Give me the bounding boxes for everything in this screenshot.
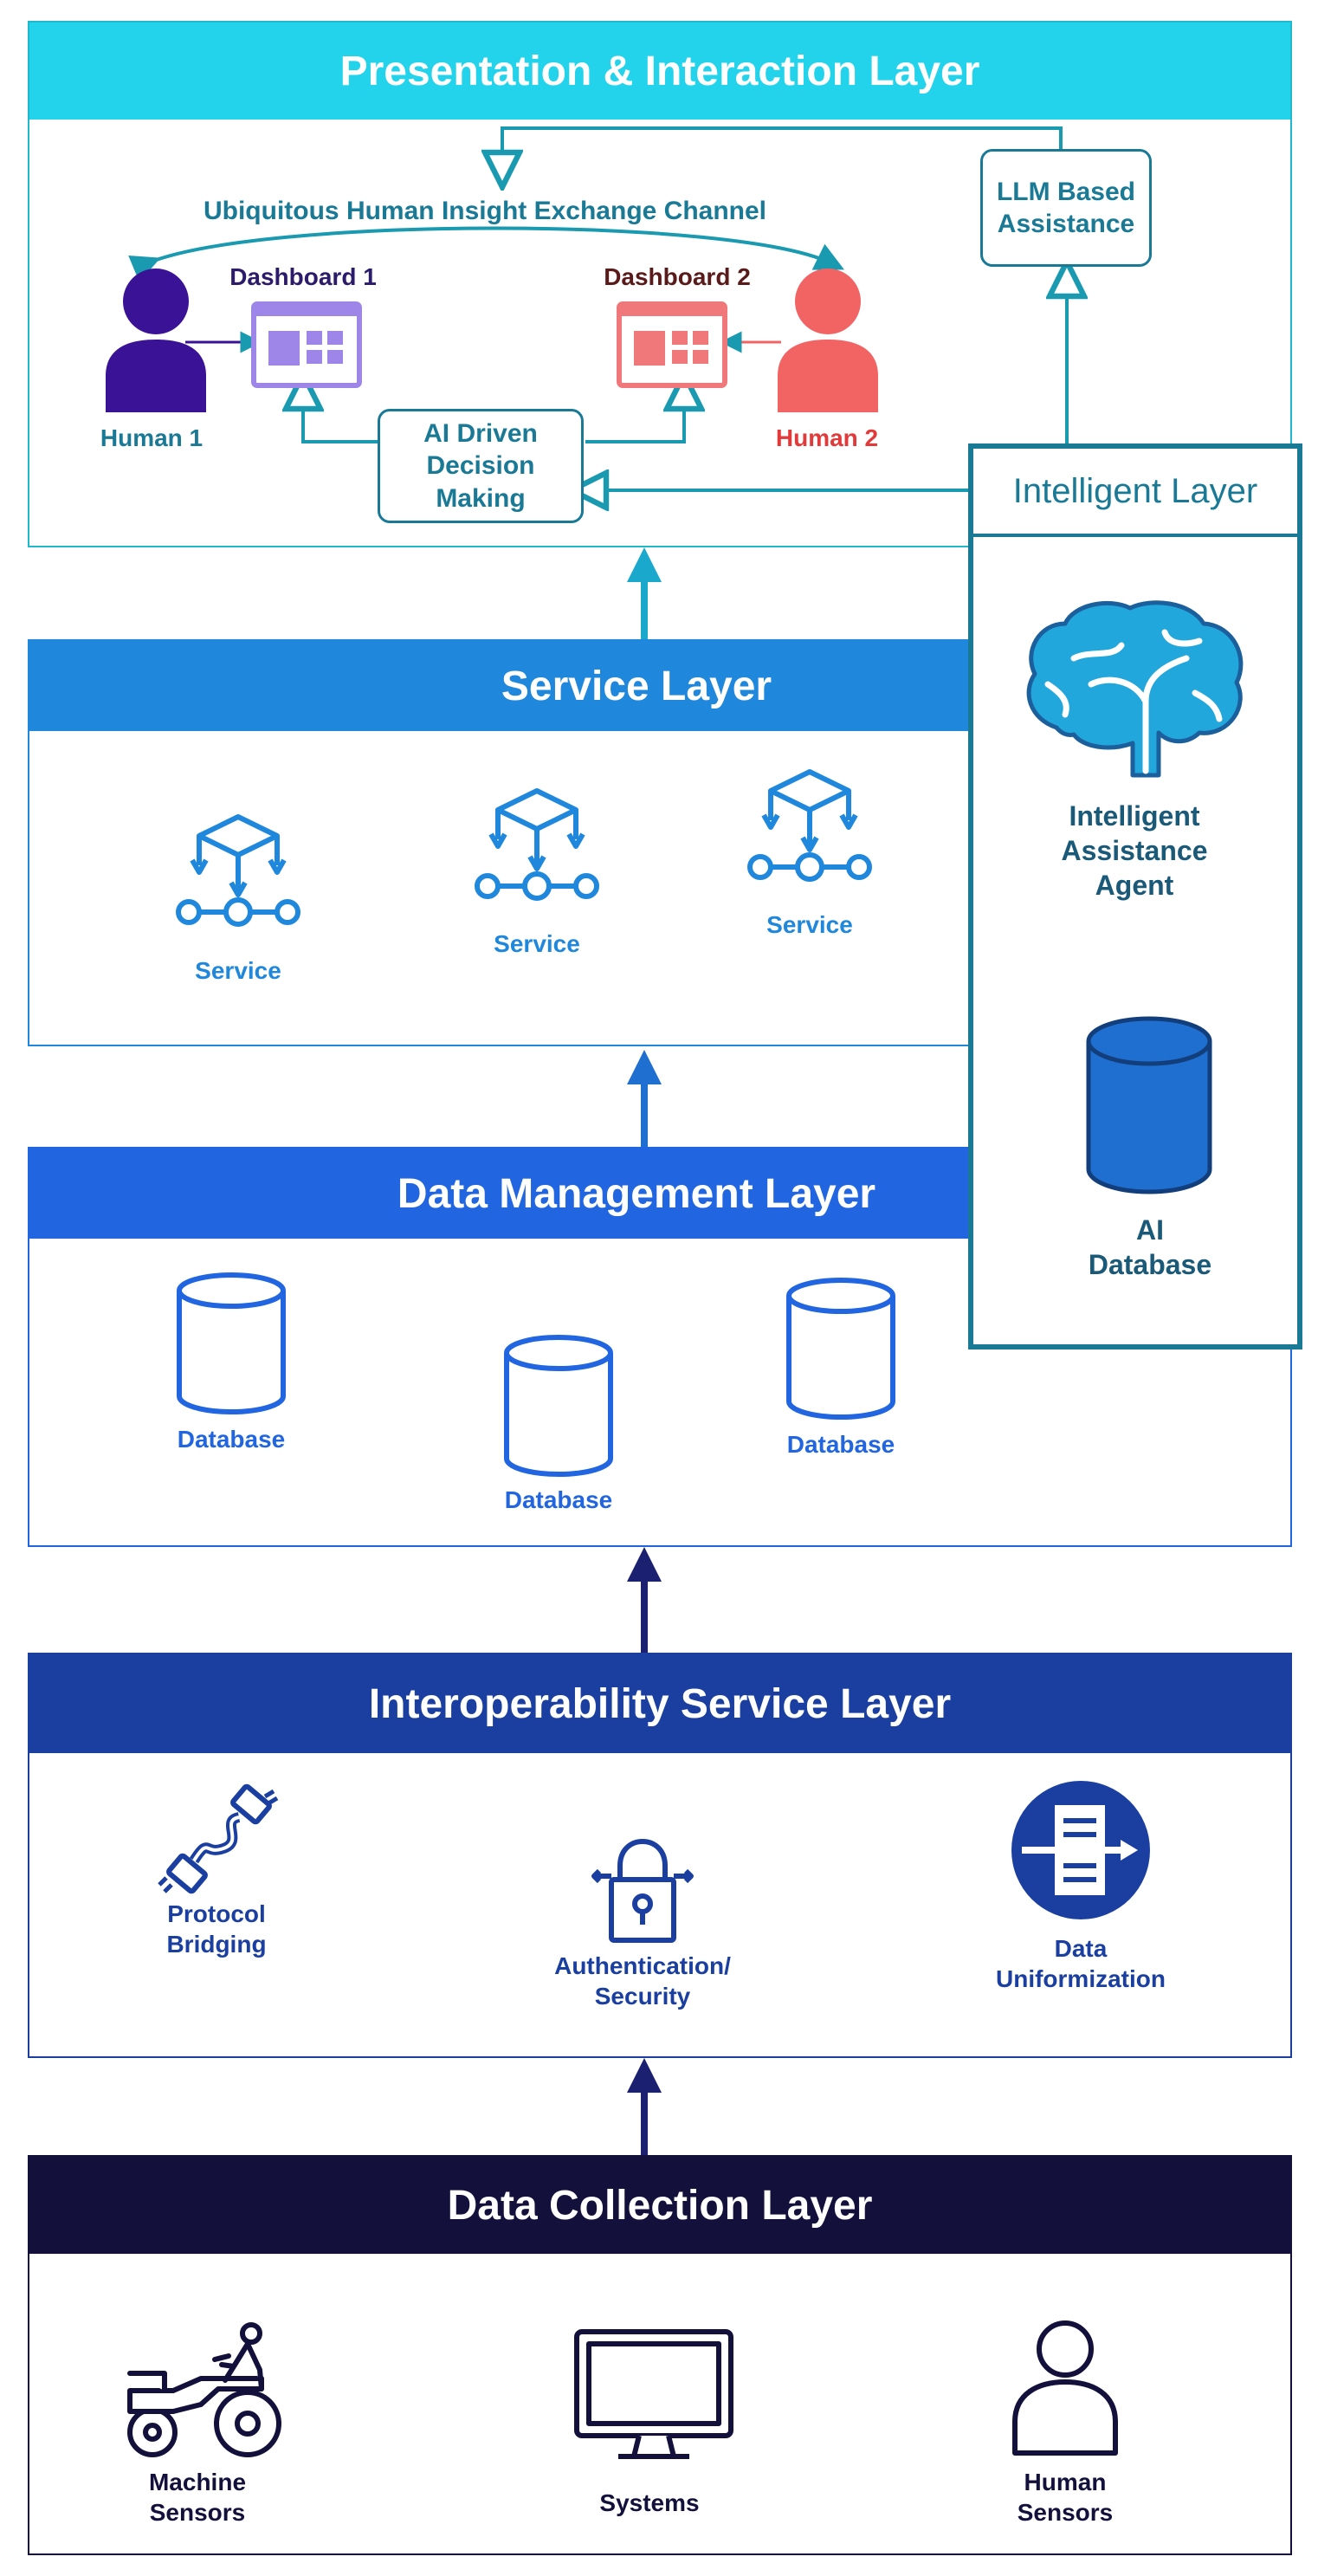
service-network-icon	[747, 769, 872, 882]
database-icon	[504, 1335, 613, 1477]
person-icon	[778, 269, 878, 412]
data-transform-icon	[1011, 1781, 1150, 1919]
database-2-label: Database	[504, 1486, 613, 1513]
intelligent-layer-header: Intelligent Layer	[973, 449, 1297, 537]
data-collection-layer-header: Data Collection Layer	[29, 2157, 1290, 2254]
interoperability-layer-header: Interoperability Service Layer	[29, 1654, 1290, 1753]
monitor-icon	[574, 2329, 733, 2459]
dashboard-icon	[251, 301, 362, 388]
intelligent-layer: Intelligent Layer	[968, 443, 1302, 1349]
service-network-icon	[176, 814, 300, 927]
presentation-connectors	[128, 126, 1318, 554]
dashboard-icon	[617, 301, 727, 388]
database-icon	[786, 1278, 895, 1420]
human1-label: Human 1	[100, 424, 204, 451]
data-management-layer-title: Data Management Layer	[397, 1170, 876, 1217]
data-collection-layer-title: Data Collection Layer	[447, 2182, 873, 2229]
person-icon	[106, 269, 206, 412]
database-1-label: Database	[177, 1426, 286, 1453]
interoperability-layer: Interoperability Service Layer	[28, 1653, 1292, 2058]
dashboard2-label: Dashboard 2	[604, 263, 751, 290]
human-sensors-label: Human Sensors	[1017, 2469, 1114, 2526]
brain-icon	[1026, 600, 1244, 778]
systems-label: Systems	[599, 2489, 700, 2516]
user-outline-icon	[1012, 2320, 1118, 2456]
human2-label: Human 2	[775, 424, 879, 451]
machine-sensors-label: Machine Sensors	[148, 2469, 247, 2526]
service-layer-title: Service Layer	[501, 663, 772, 709]
presentation-layer-header: Presentation & Interaction Layer	[29, 23, 1290, 120]
database-3-label: Database	[786, 1431, 895, 1458]
presentation-layer-title: Presentation & Interaction Layer	[339, 48, 980, 94]
service-2-label: Service	[494, 930, 580, 957]
service-1-label: Service	[195, 957, 281, 984]
ai-decision-box: AI Driven Decision Making	[378, 409, 584, 523]
ai-database-label: AI Database	[1088, 1214, 1212, 1280]
llm-assistance-box: LLM Based Assistance	[980, 149, 1152, 267]
tractor-icon	[127, 2322, 281, 2457]
channel-label: Ubiquitous Human Insight Exchange Channe…	[203, 197, 767, 225]
cable-connector-icon	[158, 1783, 279, 1894]
service-network-icon	[475, 788, 599, 901]
database-icon	[177, 1272, 286, 1414]
database-icon	[1086, 1016, 1212, 1194]
interoperability-layer-title: Interoperability Service Layer	[368, 1680, 952, 1727]
lock-icon	[591, 1839, 694, 1943]
intelligent-agent-label: Intelligent Assistance Agent	[1061, 800, 1208, 901]
data-uniformization-label: Data Uniformization	[996, 1935, 1166, 1992]
authentication-security-label: Authentication/ Security	[554, 1952, 731, 2010]
service-3-label: Service	[766, 911, 853, 938]
protocol-bridging-label: Protocol Bridging	[166, 1900, 267, 1958]
intelligent-layer-title: Intelligent Layer	[1012, 471, 1258, 510]
dashboard1-label: Dashboard 1	[229, 263, 377, 290]
